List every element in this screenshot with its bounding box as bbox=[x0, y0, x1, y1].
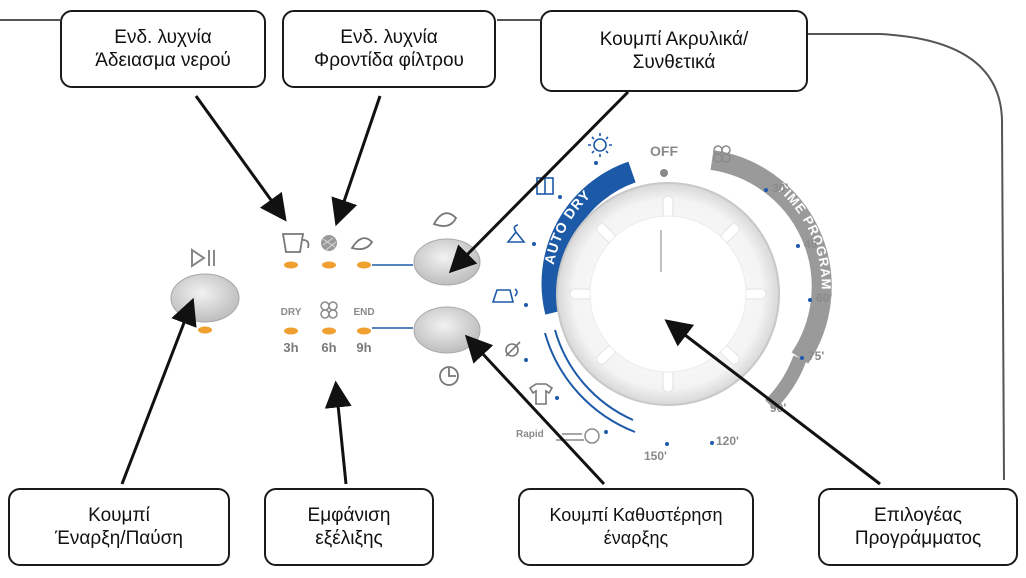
start-pause-led bbox=[198, 326, 212, 334]
off-label: OFF bbox=[650, 143, 678, 159]
panel-outline bbox=[0, 19, 1005, 481]
time-mark-75: 75' bbox=[808, 349, 824, 363]
rapid-label: Rapid bbox=[516, 429, 544, 440]
callout-water-tank-led: Ενδ. λυχνία Άδειασμα νερού bbox=[60, 10, 266, 88]
filter-icon bbox=[321, 235, 337, 251]
hanger-icon bbox=[506, 224, 526, 243]
sun-icon bbox=[588, 133, 612, 157]
callout-line: Ενδ. λυχνία bbox=[114, 27, 212, 48]
delay-label-3h: 3h bbox=[283, 340, 298, 355]
start-pause-control bbox=[170, 248, 240, 334]
delay-start-button[interactable] bbox=[413, 306, 481, 354]
iron-icon bbox=[491, 288, 518, 303]
time-program-arc-lower bbox=[764, 355, 807, 410]
callout-line: Ενδ. λυχνία bbox=[340, 27, 438, 48]
callout-arrows bbox=[120, 90, 881, 486]
time-mark-45: 45' bbox=[804, 237, 820, 251]
rapid-icon bbox=[556, 428, 600, 444]
indicator-icons bbox=[281, 233, 413, 269]
dial-ridges bbox=[569, 195, 767, 393]
shirt-icon bbox=[528, 383, 554, 405]
synthetics-button[interactable] bbox=[413, 238, 481, 286]
filter-led bbox=[322, 261, 336, 269]
callout-line: Προγράμματος bbox=[854, 528, 982, 549]
progress-label-end: END bbox=[353, 307, 374, 318]
callout-line: έναρξης bbox=[603, 528, 669, 548]
off-dot bbox=[660, 169, 668, 177]
delay-clock-icon bbox=[439, 366, 459, 386]
progress-led-1 bbox=[284, 327, 298, 335]
callout-delay-start-button: Κουμπί Καθυστέρηση έναρξης bbox=[518, 488, 754, 566]
program-selector: AUTO DRY TIME PROGRAM OFF 30' 45' 60' 75… bbox=[491, 133, 833, 463]
water-tank-led bbox=[284, 261, 298, 269]
auto-dry-arc bbox=[541, 161, 636, 315]
progress-led-2 bbox=[322, 327, 336, 335]
callout-line: Κουμπί Καθυστέρηση bbox=[549, 505, 723, 525]
callout-line: Έναρξη/Παύση bbox=[55, 528, 183, 549]
callout-program-selector: Επιλογέας Προγράμματος bbox=[818, 488, 1018, 566]
start-pause-button[interactable] bbox=[170, 273, 240, 323]
time-program-arc bbox=[710, 150, 832, 364]
fan-icon bbox=[320, 301, 338, 319]
time-mark-60: 60' bbox=[816, 291, 832, 305]
callout-line: Φροντίδα φίλτρου bbox=[314, 50, 464, 71]
callout-synthetics-button: Κουμπί Ακρυλικά/ Συνθετικά bbox=[540, 10, 808, 92]
water-tank-icon bbox=[281, 233, 310, 253]
callout-line: Κουμπί bbox=[88, 505, 150, 526]
synthetics-indicator-icon bbox=[350, 237, 374, 251]
delay-label-6h: 6h bbox=[321, 340, 336, 355]
time-mark-dots bbox=[665, 188, 812, 446]
callout-line: Κουμπί Ακρυλικά/ bbox=[599, 29, 749, 50]
side-buttons bbox=[413, 212, 481, 386]
wool-icon bbox=[505, 341, 521, 357]
callout-line: Επιλογέας bbox=[874, 505, 962, 526]
synthetics-led bbox=[357, 261, 371, 269]
time-mark-120: 120' bbox=[716, 434, 739, 448]
callout-progress-display: Εμφάνιση εξέλιξης bbox=[264, 488, 434, 566]
callout-filter-care-led: Ενδ. λυχνία Φροντίδα φίλτρου bbox=[282, 10, 496, 88]
callout-line: Άδειασμα νερού bbox=[95, 50, 231, 71]
time-mark-150: 150' bbox=[644, 449, 667, 463]
progress-label-dry: DRY bbox=[281, 307, 302, 318]
fan-icon-dial bbox=[713, 145, 731, 163]
progress-led-3 bbox=[357, 327, 371, 335]
synthetics-button-icon bbox=[432, 212, 458, 227]
delay-label-9h: 9h bbox=[356, 340, 371, 355]
play-pause-icon bbox=[191, 248, 215, 268]
callout-start-pause-button: Κουμπί Έναρξη/Παύση bbox=[8, 488, 230, 566]
callout-line: Εμφάνιση bbox=[307, 505, 391, 526]
callout-line: εξέλιξης bbox=[315, 528, 383, 549]
callout-line: Συνθετικά bbox=[632, 52, 716, 73]
time-mark-30: 30' bbox=[772, 181, 788, 195]
progress-display: DRY END 3h 6h 9h bbox=[281, 301, 413, 355]
rapid-arc bbox=[544, 332, 636, 433]
